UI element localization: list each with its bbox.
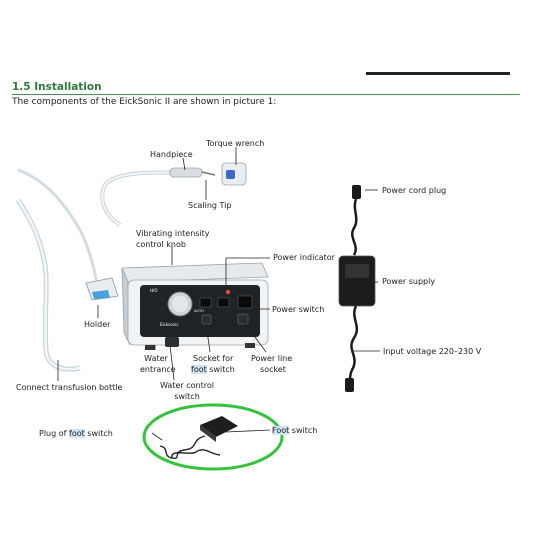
foot-switch-highlight-circle — [142, 403, 284, 471]
label-plug-of-foot-switch: Plug of foot switch — [39, 429, 113, 438]
section-title: 1.5 Installation — [12, 81, 102, 93]
foot-switch-image — [159, 416, 238, 460]
leader-lines — [57, 147, 380, 441]
transfusion-tube — [15, 198, 81, 372]
top-rule — [366, 72, 510, 75]
label-scaling-tip: Scaling Tip — [188, 201, 232, 210]
highlight-foot: Foot — [272, 426, 290, 435]
label-socket-foot-switch-2: foot switch — [191, 365, 235, 374]
label-vibrating-knob-2: control knob — [136, 240, 186, 249]
label-socket-foot-switch-1: Socket for — [193, 354, 234, 363]
label-power-line-socket-2: socket — [260, 365, 286, 374]
label-input-voltage: Input voltage 220–230 V — [383, 347, 482, 356]
label-vibrating-knob-1: Vibrating intensity — [136, 229, 210, 238]
label-power-indicator: Power indicator — [273, 253, 335, 262]
label-water-entrance-2: entrance — [140, 365, 176, 374]
label-connect-transfusion-bottle: Connect transfusion bottle — [16, 383, 123, 392]
section-divider — [12, 94, 520, 95]
torque-wrench-image — [221, 162, 247, 186]
label-power-switch: Power switch — [272, 305, 325, 314]
panel-mark-left: H/O — [150, 288, 158, 293]
tube-to-handpiece — [100, 170, 176, 227]
label-water-control-2: switch — [174, 392, 200, 401]
label-water-control-1: Water control — [160, 381, 214, 390]
holder-image — [85, 277, 119, 301]
panel-brand: Eicksonic — [160, 322, 179, 327]
label-foot-switch: Foot switch — [272, 426, 318, 435]
label-holder: Holder — [84, 320, 111, 329]
label-torque-wrench: Torque wrench — [206, 139, 265, 148]
label-handpiece: Handpiece — [150, 150, 193, 159]
main-unit-image — [121, 262, 269, 350]
label-power-supply: Power supply — [382, 277, 436, 286]
label-water-entrance-1: Water — [144, 354, 168, 363]
label-power-line-socket-1: Power line — [251, 354, 293, 363]
panel-mark-right: AUTO — [194, 309, 204, 313]
highlight-foot: foot — [191, 365, 207, 374]
handpiece-image — [169, 167, 216, 178]
power-supply-image — [338, 185, 376, 392]
highlight-foot: foot — [69, 429, 85, 438]
label-power-cord-plug: Power cord plug — [382, 186, 447, 195]
intro-text: The components of the EickSonic II are s… — [12, 97, 277, 107]
